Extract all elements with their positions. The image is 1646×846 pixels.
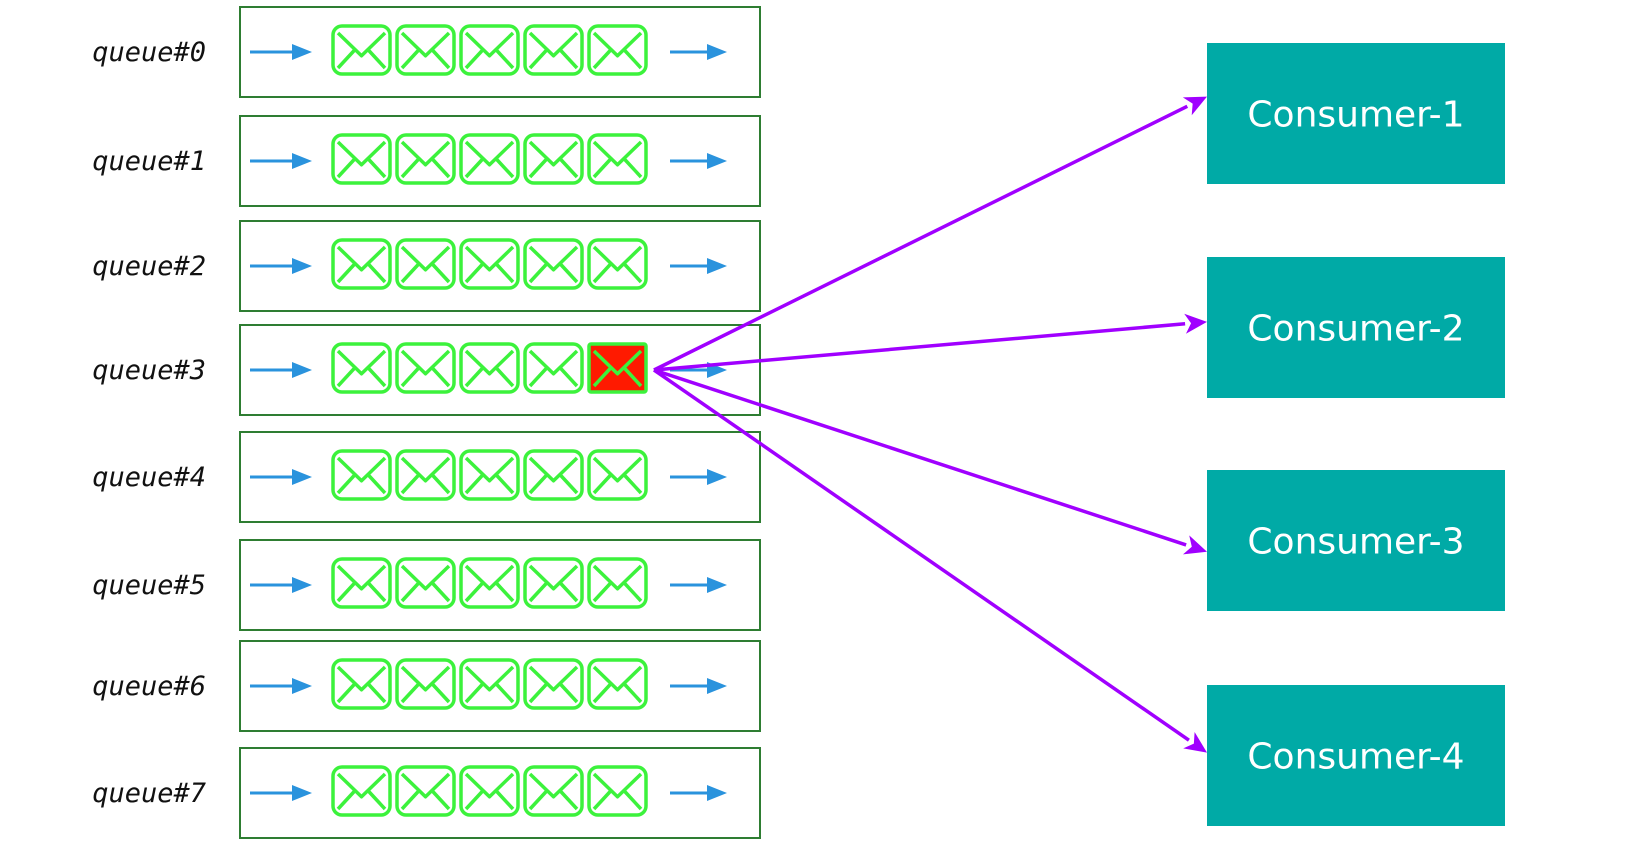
consumer-node: Consumer-3 <box>1207 470 1505 611</box>
arrow-right-icon <box>250 577 312 593</box>
queue-label: queue#0 <box>92 37 206 68</box>
consumer-node: Consumer-2 <box>1207 257 1505 398</box>
arrow-right-icon <box>250 153 312 169</box>
envelope-icon <box>587 133 648 185</box>
envelope-icon <box>395 658 456 710</box>
arrow-right-icon <box>250 44 312 60</box>
queue-row: queue#4 <box>92 431 761 523</box>
envelope-icon <box>587 24 648 76</box>
envelope-icon <box>587 765 648 817</box>
queue-label: queue#6 <box>92 671 206 702</box>
arrow-right-icon <box>250 785 312 801</box>
queue-row: queue#2 <box>92 220 761 312</box>
envelope-icon <box>395 133 456 185</box>
envelope-icon <box>459 24 520 76</box>
queue-row: queue#1 <box>92 115 761 207</box>
envelope-icon <box>331 658 392 710</box>
envelope-icon <box>395 765 456 817</box>
queue-label: queue#4 <box>92 462 206 493</box>
queues-group: queue#0 queue#1 queue#2 queue#3 queue#4 queue… <box>92 6 761 839</box>
dispatch-arrow <box>653 368 1207 753</box>
envelope-icon <box>395 24 456 76</box>
envelope-icon <box>331 342 392 394</box>
arrow-right-icon <box>670 153 727 169</box>
envelope-icon <box>459 342 520 394</box>
envelope-icon <box>331 449 392 501</box>
envelope-icon <box>331 133 392 185</box>
arrow-right-icon <box>250 678 312 694</box>
dispatch-arrow <box>653 313 1207 372</box>
envelope-icon <box>523 24 584 76</box>
consumer-node: Consumer-1 <box>1207 43 1505 184</box>
envelope-icon <box>331 765 392 817</box>
consumer-box <box>1207 470 1505 611</box>
arrow-right-icon <box>250 258 312 274</box>
envelope-icon <box>523 238 584 290</box>
queue-label: queue#5 <box>92 570 206 601</box>
consumer-label: Consumer-3 <box>1247 522 1464 563</box>
envelope-icon <box>523 557 584 609</box>
consumer-box <box>1207 685 1505 826</box>
envelope-icon <box>459 765 520 817</box>
queue-row: queue#6 <box>92 640 761 732</box>
envelope-icon <box>523 658 584 710</box>
arrow-right-icon <box>250 469 312 485</box>
consumer-box <box>1207 257 1505 398</box>
dispatch-arrow <box>653 368 1207 555</box>
envelope-icon <box>395 449 456 501</box>
envelope-icon <box>395 342 456 394</box>
envelope-icon <box>523 342 584 394</box>
envelope-icon <box>523 449 584 501</box>
envelope-icon <box>587 557 648 609</box>
envelope-icon <box>587 238 648 290</box>
envelope-icon <box>523 765 584 817</box>
queue-label: queue#7 <box>92 778 206 809</box>
dispatch-arrow <box>653 96 1207 372</box>
consumer-box <box>1207 43 1505 184</box>
arrow-right-icon <box>670 44 727 60</box>
envelope-icon <box>331 557 392 609</box>
queue-label: queue#2 <box>92 251 206 282</box>
arrow-right-icon <box>670 577 727 593</box>
queue-row: queue#0 <box>92 6 761 98</box>
dispatch-arrows-group <box>653 96 1207 753</box>
envelope-icon <box>523 133 584 185</box>
consumer-label: Consumer-2 <box>1247 309 1464 350</box>
queue-row: queue#5 <box>92 539 761 631</box>
arrow-right-icon <box>250 362 312 378</box>
envelope-icon <box>459 449 520 501</box>
queue-row: queue#7 <box>92 747 761 839</box>
arrow-right-icon <box>670 258 727 274</box>
consumer-node: Consumer-4 <box>1207 685 1505 826</box>
consumer-label: Consumer-1 <box>1247 95 1464 136</box>
envelope-icon <box>459 238 520 290</box>
envelope-icon <box>459 133 520 185</box>
queue-label: queue#1 <box>92 146 206 177</box>
envelope-icon <box>459 557 520 609</box>
envelope-icon <box>395 557 456 609</box>
consumer-label: Consumer-4 <box>1247 737 1464 778</box>
envelope-icon <box>587 658 648 710</box>
envelope-icon <box>331 238 392 290</box>
envelope-icon <box>395 238 456 290</box>
arrow-right-icon <box>670 785 727 801</box>
arrow-right-icon <box>670 469 727 485</box>
envelope-icon <box>331 24 392 76</box>
arrow-right-icon <box>670 678 727 694</box>
envelope-icon <box>587 449 648 501</box>
envelope-icon <box>587 342 648 394</box>
queue-label: queue#3 <box>92 355 206 386</box>
envelope-icon <box>459 658 520 710</box>
